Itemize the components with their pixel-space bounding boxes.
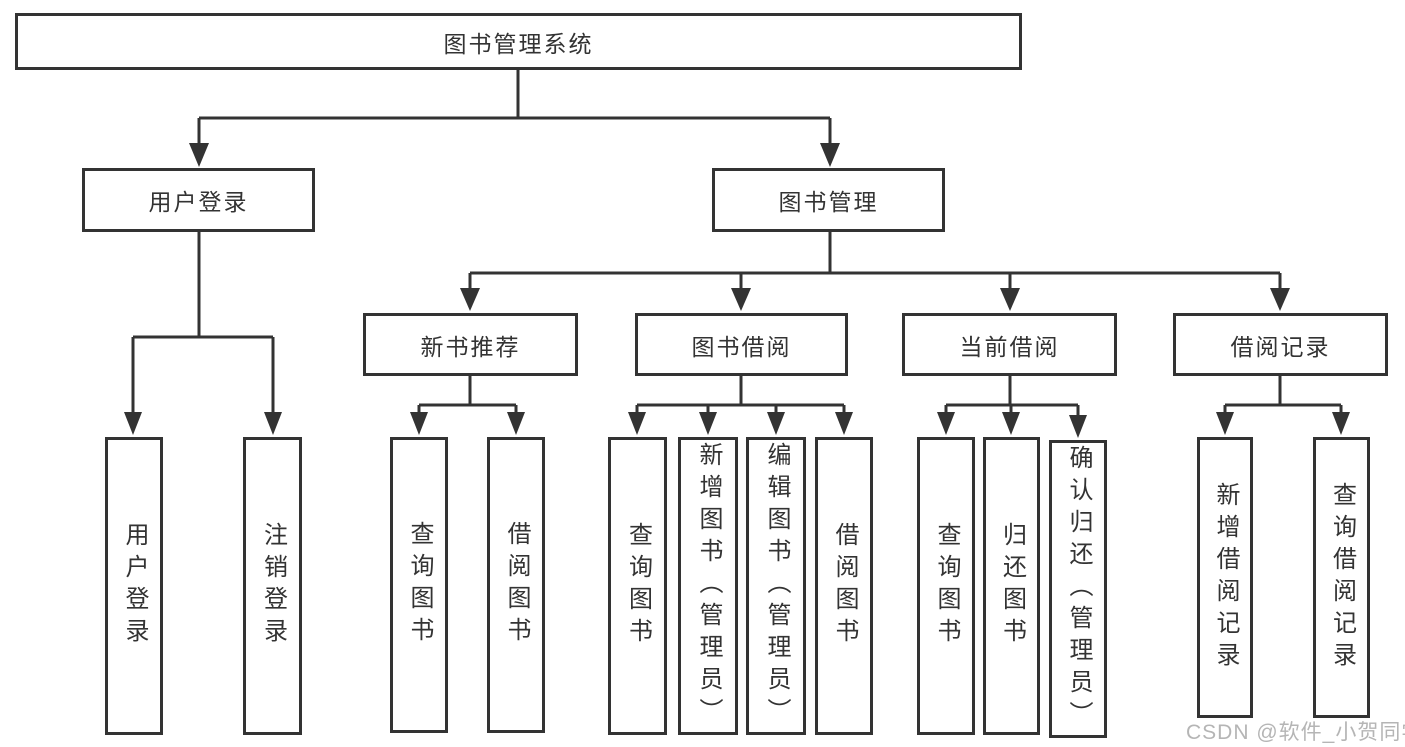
connector-newbook-to-children: [417, 376, 518, 414]
node-leaf-add-borrow-record: 新增借阅记录: [1197, 437, 1253, 718]
leaf-label: 归还图书: [998, 522, 1026, 650]
leaf-label: 借阅图书: [503, 521, 530, 649]
connector-records-to-children: [1223, 376, 1343, 414]
node-leaf-query-books-1: 查询图书: [390, 437, 448, 733]
arrowheads-newbook-children: [410, 412, 525, 435]
arrowheads-userlogin-children: [124, 412, 282, 435]
node-leaf-logout: 注销登录: [243, 437, 302, 735]
node-leaf-edit-books-admin: 编辑图书（管理员）: [746, 437, 806, 735]
leaf-label: 用户登录: [121, 522, 148, 650]
arrowheads-currentborrow-children: [937, 412, 1087, 438]
leaf-label: 查询图书: [624, 522, 652, 650]
node-new-book-recommendation: 新书推荐: [363, 313, 578, 376]
node-leaf-borrow-books-1: 借阅图书: [487, 437, 545, 733]
leaf-label: 编辑图书（管理员）: [763, 442, 790, 730]
arrowheads-level2: [189, 143, 840, 167]
node-leaf-query-borrow-record: 查询借阅记录: [1313, 437, 1370, 718]
node-leaf-confirm-return-admin: 确认归还（管理员）: [1049, 440, 1107, 738]
connector-userlogin-to-children: [131, 232, 275, 414]
leaf-label: 查询图书: [933, 522, 960, 650]
leaf-label: 查询借阅记录: [1328, 481, 1356, 674]
connector-root-to-level2: [197, 70, 832, 146]
node-book-management-module: 图书管理: [712, 168, 945, 232]
node-leaf-query-books-3: 查询图书: [917, 437, 975, 735]
leaf-label: 新增图书（管理员）: [695, 442, 722, 730]
node-root-library-system: 图书管理系统: [15, 13, 1022, 70]
arrowheads-level3: [460, 288, 1290, 311]
leaf-label: 借阅图书: [831, 522, 858, 650]
arrowheads-borrowmgmt-children: [628, 412, 853, 435]
node-leaf-return-books: 归还图书: [983, 437, 1040, 735]
node-leaf-query-books-2: 查询图书: [608, 437, 667, 735]
leaf-label: 注销登录: [259, 522, 287, 650]
leaf-label: 查询图书: [406, 521, 433, 649]
node-leaf-borrow-books-2: 借阅图书: [815, 437, 873, 735]
leaf-label: 确认归还（管理员）: [1065, 445, 1092, 733]
node-leaf-user-login: 用户登录: [105, 437, 163, 735]
leaf-label: 新增借阅记录: [1212, 481, 1239, 674]
csdn-watermark: CSDN @软件_小贺同学: [1186, 721, 1405, 744]
node-user-login-module: 用户登录: [82, 168, 315, 232]
arrowheads-records-children: [1216, 412, 1350, 435]
connector-bookmgmt-to-level3: [468, 232, 1282, 290]
connector-borrowmgmt-to-children: [635, 376, 846, 414]
connector-currentborrow-to-children: [944, 376, 1080, 417]
node-borrowing-records: 借阅记录: [1173, 313, 1388, 376]
node-current-borrowing: 当前借阅: [902, 313, 1117, 376]
node-book-borrowing: 图书借阅: [635, 313, 848, 376]
node-leaf-add-books-admin: 新增图书（管理员）: [678, 437, 738, 735]
